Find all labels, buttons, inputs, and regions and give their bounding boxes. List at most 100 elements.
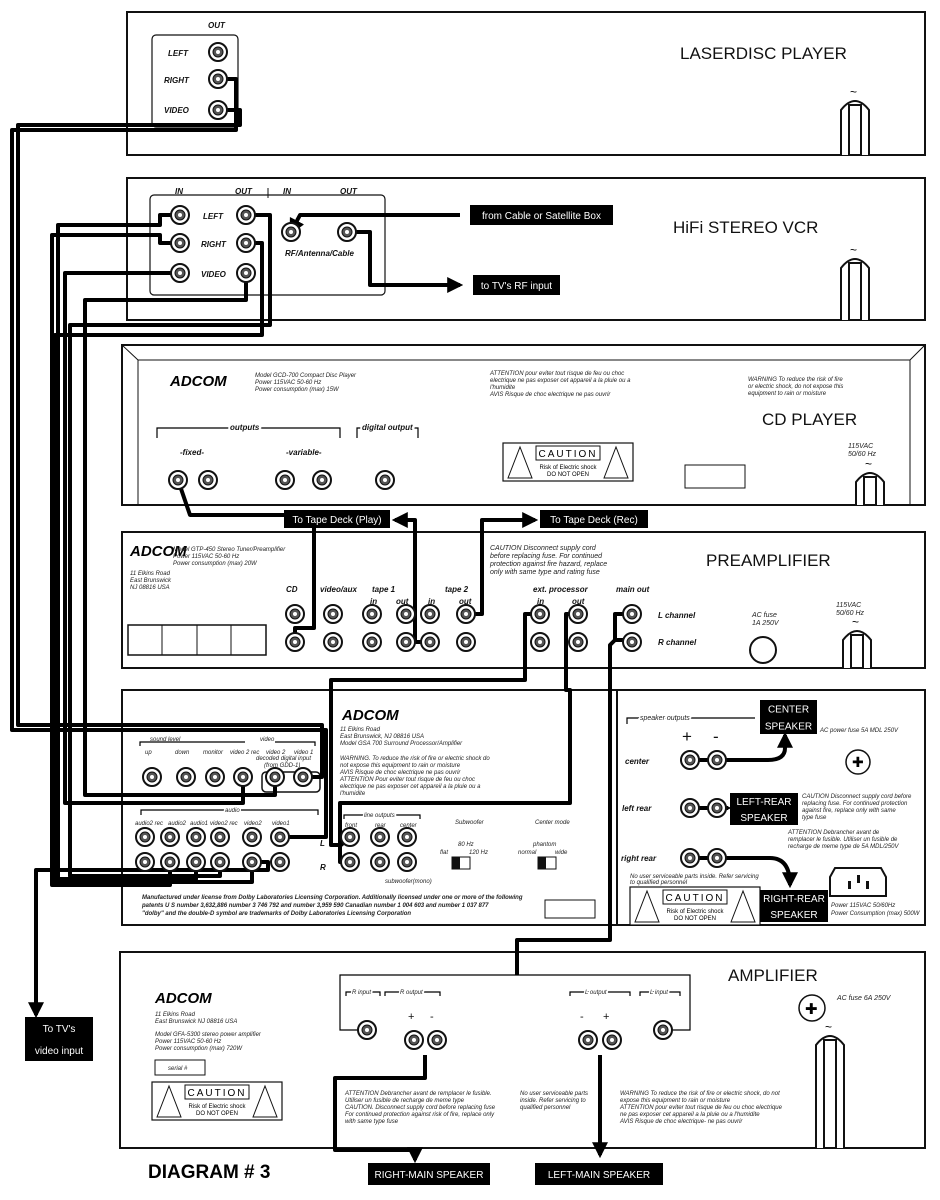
out-label: out: [396, 597, 409, 606]
preamp-title: PREAMPLIFIER: [706, 551, 831, 570]
rca-jack[interactable]: [707, 750, 727, 770]
rca-jack[interactable]: [680, 798, 700, 818]
rca-jack[interactable]: [236, 205, 256, 225]
rca-jack[interactable]: [653, 1020, 673, 1040]
rca-jack[interactable]: [233, 767, 253, 787]
rca-jack[interactable]: [420, 604, 440, 624]
rca-jack[interactable]: [285, 632, 305, 652]
rca-jack[interactable]: [186, 852, 206, 872]
rca-jack[interactable]: [236, 263, 256, 283]
rca-jack[interactable]: [242, 852, 262, 872]
processor-warning-line: ATTENTION Pour eviter tout risque de feu…: [339, 777, 475, 783]
rca-jack[interactable]: [270, 852, 290, 872]
caution-sub: Risk of Electric shock: [666, 909, 724, 915]
rca-jack[interactable]: [210, 852, 230, 872]
rca-jack[interactable]: [281, 222, 301, 242]
rca-jack[interactable]: [397, 827, 417, 847]
processor-warning-line: electrique ne pas exposer cet appareil a…: [340, 784, 481, 790]
rca-jack[interactable]: [622, 604, 642, 624]
rca-jack[interactable]: [340, 827, 360, 847]
rca-jack[interactable]: [236, 233, 256, 253]
preamp-address-line: East Brunswick: [130, 578, 172, 584]
vcr-rf-out-label: OUT: [340, 187, 358, 196]
processor-top-label: up: [145, 750, 152, 756]
rca-jack[interactable]: [578, 1030, 598, 1050]
vcr-jack-left: LEFT: [203, 212, 224, 221]
rca-jack[interactable]: [275, 470, 295, 490]
rca-jack[interactable]: [208, 100, 228, 120]
rca-jack[interactable]: [160, 852, 180, 872]
rca-jack[interactable]: [707, 848, 727, 868]
rca-jack[interactable]: [340, 852, 360, 872]
rca-jack[interactable]: [707, 798, 727, 818]
rca-jack[interactable]: [168, 470, 188, 490]
cd-model-line: Power 115VAC 50-60 Hz: [255, 380, 321, 386]
vcr-out-video-cable: [83, 273, 277, 797]
vcr-jack-video: VIDEO: [201, 270, 227, 279]
processor-address-line: 11 Elkins Road: [340, 727, 381, 733]
rca-jack[interactable]: [170, 205, 190, 225]
rca-jack[interactable]: [568, 632, 588, 652]
rca-jack[interactable]: [396, 632, 416, 652]
rca-jack[interactable]: [530, 632, 550, 652]
rca-jack[interactable]: [160, 827, 180, 847]
rca-jack[interactable]: [362, 604, 382, 624]
rca-jack[interactable]: [602, 1030, 622, 1050]
rca-jack[interactable]: [375, 470, 395, 490]
rca-jack[interactable]: [680, 848, 700, 868]
amp-warning-line: WARNING To reduce the risk of fire or el…: [620, 1091, 780, 1097]
plus-label: +: [408, 1011, 414, 1023]
rca-jack[interactable]: [370, 852, 390, 872]
rca-jack[interactable]: [170, 233, 190, 253]
rca-jack[interactable]: [198, 470, 218, 490]
processor-bottom-label: video2: [244, 821, 262, 827]
rca-jack[interactable]: [362, 632, 382, 652]
rca-jack[interactable]: [170, 263, 190, 283]
rca-jack[interactable]: [357, 1020, 377, 1040]
rca-jack[interactable]: [427, 1030, 447, 1050]
rca-jack[interactable]: [208, 69, 228, 89]
cd-fixed-cable: [176, 479, 316, 642]
rca-jack[interactable]: [242, 827, 262, 847]
center-option: normal: [518, 850, 537, 856]
processor-warning-line: not expose this equipment to rain or moi…: [340, 763, 461, 769]
out-label: out: [572, 597, 585, 606]
vcr-out-left-cable: [68, 213, 272, 878]
preamp-model-line: Power 115VAC 50-60 Hz: [173, 554, 239, 560]
rca-jack[interactable]: [205, 767, 225, 787]
rca-jack[interactable]: [135, 827, 155, 847]
rca-jack[interactable]: [270, 827, 290, 847]
r-label: R: [320, 863, 326, 872]
rca-jack[interactable]: [210, 827, 230, 847]
rca-jack[interactable]: [370, 827, 390, 847]
rca-jack[interactable]: [285, 604, 305, 624]
rca-jack[interactable]: [186, 827, 206, 847]
rca-jack[interactable]: [337, 222, 357, 242]
rca-jack[interactable]: [176, 767, 196, 787]
rca-jack[interactable]: [293, 767, 313, 787]
rca-jack[interactable]: [396, 604, 416, 624]
rca-jack[interactable]: [420, 632, 440, 652]
rca-jack[interactable]: [142, 767, 162, 787]
rca-jack[interactable]: [323, 604, 343, 624]
r-channel-label: R channel: [658, 638, 697, 647]
decoded-input-label: decoded digital input: [256, 756, 311, 762]
dolby-line: patents U S number 3,632,886 number 3 74…: [141, 903, 489, 909]
audio-label: audio: [225, 808, 240, 814]
rca-jack[interactable]: [265, 767, 285, 787]
rca-jack[interactable]: [568, 604, 588, 624]
rca-jack[interactable]: [622, 632, 642, 652]
rca-jack[interactable]: [456, 604, 476, 624]
rca-jack[interactable]: [312, 470, 332, 490]
rca-jack[interactable]: [397, 852, 417, 872]
cd-attention-line: ATTENTION pour eviter tout risque de feu…: [489, 371, 624, 377]
rca-jack[interactable]: [456, 632, 476, 652]
rca-jack[interactable]: [530, 604, 550, 624]
rca-jack[interactable]: [680, 750, 700, 770]
rca-jack[interactable]: [135, 852, 155, 872]
power-cord-icon: ~: [842, 615, 872, 669]
rca-jack[interactable]: [404, 1030, 424, 1050]
jack-label-right: RIGHT: [164, 76, 190, 85]
rca-jack[interactable]: [323, 632, 343, 652]
rca-jack[interactable]: [208, 42, 228, 62]
